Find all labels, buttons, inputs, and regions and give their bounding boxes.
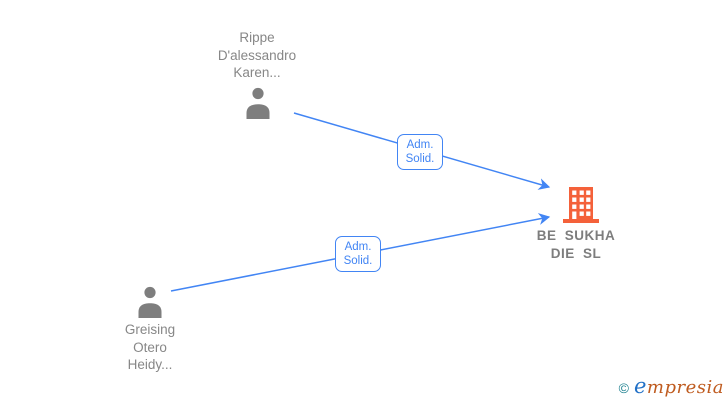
person-icon[interactable] [135, 285, 165, 318]
company-name-line: DIE SL [550, 245, 602, 261]
copyright-icon: © [618, 380, 629, 396]
person1-label[interactable]: Rippe D'alessandro Karen... [157, 29, 357, 82]
person2-name-line: Otero [133, 339, 167, 355]
company-label[interactable]: BE SUKHA DIE SL [476, 227, 676, 262]
person2-name-line: Heidy... [127, 357, 173, 372]
edge1-relationship-label: Adm. Solid. [397, 134, 443, 170]
person1-name-line: D'alessandro [217, 47, 297, 63]
person2-name-line: Greising [124, 322, 176, 337]
person1-name-line: Karen... [233, 65, 281, 80]
person1-name-line: Rippe [239, 30, 275, 45]
company-name-line: BE SUKHA [536, 228, 616, 243]
person2-label[interactable]: Greising Otero Heidy... [50, 321, 250, 374]
empresia-logo-initial: e [633, 374, 647, 398]
company-building-icon[interactable] [562, 187, 600, 223]
empresia-watermark[interactable]: © empresia [619, 374, 724, 398]
empresia-logo: empresia [634, 374, 724, 398]
person-icon[interactable] [243, 86, 273, 119]
edge2-relationship-label: Adm. Solid. [335, 236, 381, 272]
empresia-logo-rest: mpresia [646, 377, 724, 398]
